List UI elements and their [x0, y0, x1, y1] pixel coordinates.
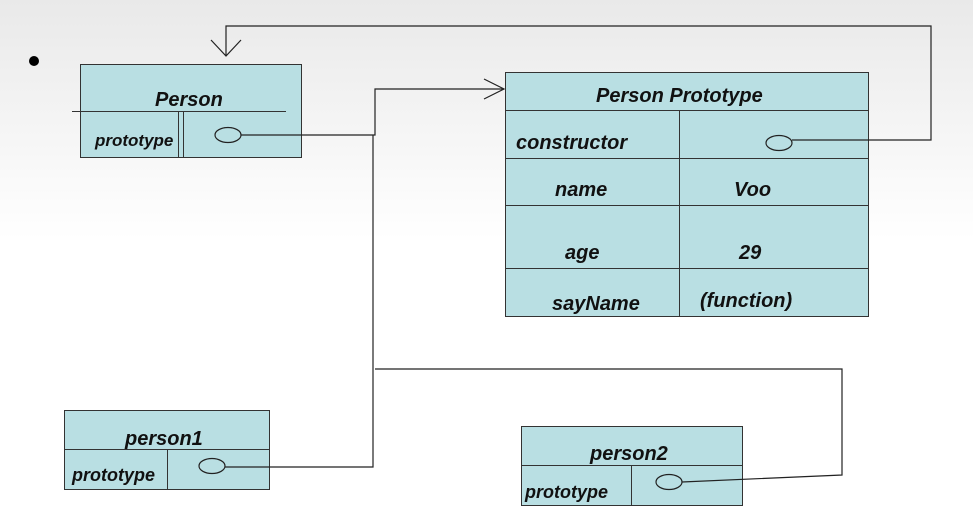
person-prototype-label: prototype	[95, 131, 174, 150]
arrow-head-to-person	[210, 39, 242, 57]
prototype-row-divider	[505, 158, 869, 159]
person1-cell-divider	[167, 449, 168, 490]
prototype-key-name: name	[555, 179, 608, 201]
person2-prototype-label: prototype	[525, 482, 608, 502]
prototype-key-constructor: constructor	[516, 132, 628, 154]
person-title: Person	[155, 89, 223, 111]
person-to-prototype-line	[241, 88, 504, 136]
prototype-value-sayname: (function)	[700, 290, 793, 312]
person2-divider	[521, 465, 743, 466]
person2-to-prototype-line	[375, 368, 843, 483]
bullet-point	[29, 56, 39, 66]
person1-title: person1	[125, 428, 203, 450]
person-prototype-box	[505, 72, 869, 317]
prototype-value-age: 29	[739, 242, 762, 264]
person2-prototype-pointer-node	[655, 473, 683, 491]
prototype-column-divider	[679, 110, 680, 317]
person1-prototype-pointer-node	[198, 457, 226, 475]
person-cell-divider-2	[178, 111, 179, 158]
person-prototype-title: Person Prototype	[596, 85, 763, 107]
prototype-row-divider	[505, 268, 869, 269]
constructor-to-person-line	[225, 25, 932, 141]
person-divider	[72, 111, 286, 112]
person-cell-divider	[183, 111, 184, 158]
prototype-title-divider	[505, 110, 869, 111]
arrow-head-to-prototype	[483, 78, 506, 100]
prototype-key-sayname: sayName	[552, 293, 640, 315]
person2-box	[521, 426, 743, 506]
person-prototype-pointer-node	[214, 126, 242, 144]
prototype-key-age: age	[565, 242, 600, 264]
person1-to-prototype-line	[225, 135, 374, 468]
prototype-row-divider	[505, 205, 869, 206]
person2-cell-divider	[631, 465, 632, 506]
person2-title: person2	[590, 443, 668, 465]
prototype-value-name: Voo	[734, 179, 772, 201]
constructor-pointer-node	[765, 134, 793, 152]
person1-prototype-label: prototype	[72, 465, 155, 485]
